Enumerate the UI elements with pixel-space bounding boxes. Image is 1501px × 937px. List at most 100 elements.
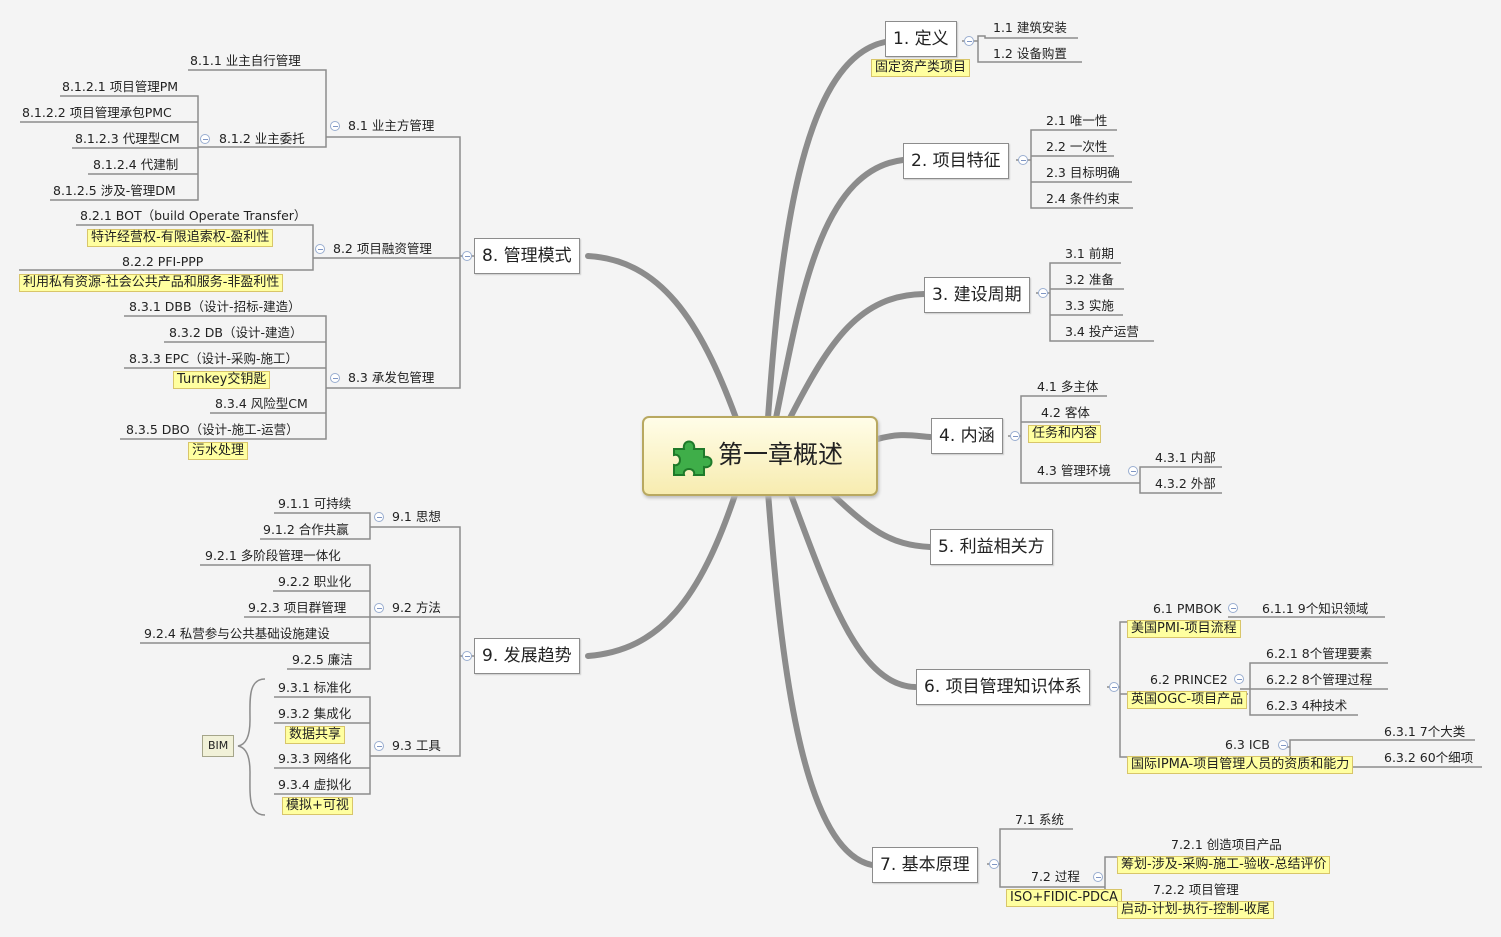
subtopic[interactable]: 9.2.5 廉洁 (292, 652, 353, 667)
subtopic[interactable]: 8.3.4 风险型CM (215, 396, 308, 411)
subtopic[interactable]: 6.1.1 9个知识领域 (1262, 601, 1369, 616)
subtopic[interactable]: 2.3 目标明确 (1046, 165, 1120, 180)
subtopic[interactable]: 9.2.4 私营参与公共基础设施建设 (144, 626, 330, 641)
collapse-button[interactable] (1234, 674, 1244, 684)
collapse-button[interactable] (1018, 155, 1028, 165)
subtopic[interactable]: 8.3.3 EPC（设计-采购-施工） (129, 351, 298, 366)
topic-stakeholders[interactable]: 5. 利益相关方 (930, 529, 1053, 565)
collapse-button[interactable] (1278, 740, 1288, 750)
subtopic[interactable]: 8.2.2 PFI-PPP (122, 254, 204, 269)
subtopic[interactable]: 1.1 建筑安装 (993, 20, 1067, 35)
subtopic[interactable]: 4.3.2 外部 (1155, 476, 1216, 491)
subtopic[interactable]: 8.1.2.4 代建制 (93, 157, 179, 172)
bim-summary[interactable]: BIM (202, 735, 235, 757)
subtopic[interactable]: 9.2 方法 (392, 600, 441, 615)
central-topic[interactable]: 第一章概述 (642, 416, 878, 496)
subtopic[interactable]: 9.1.1 可持续 (278, 496, 352, 511)
topic-knowledge-system[interactable]: 6. 项目管理知识体系 (916, 669, 1090, 705)
subtopic[interactable]: 6.1 PMBOK (1153, 601, 1222, 616)
subtopic[interactable]: 4.1 多主体 (1037, 379, 1099, 394)
topic-connotation[interactable]: 4. 内涵 (931, 418, 1003, 454)
collapse-button[interactable] (462, 651, 472, 661)
subtopic[interactable]: 8.1.2.1 项目管理PM (62, 79, 179, 94)
subtopic[interactable]: 9.3.4 虚拟化 (278, 777, 352, 792)
topic-trends[interactable]: 9. 发展趋势 (474, 638, 580, 674)
subtopic[interactable]: 2.1 唯一性 (1046, 113, 1108, 128)
subtopic[interactable]: 1.2 设备购置 (993, 46, 1067, 61)
subtopic[interactable]: 8.3.2 DB（设计-建造） (169, 325, 303, 340)
subtopic[interactable]: 6.2.3 4种技术 (1266, 698, 1348, 713)
subtopic[interactable]: 7.2.1 创造项目产品 (1171, 837, 1282, 852)
topic-features[interactable]: 2. 项目特征 (903, 143, 1009, 179)
subtopic[interactable]: 8.3.1 DBB（设计-招标-建造） (129, 299, 301, 314)
subtopic[interactable]: 9.3 工具 (392, 738, 441, 753)
subtopic[interactable]: 6.3.2 60个细项 (1384, 750, 1474, 765)
collapse-button[interactable] (989, 859, 999, 869)
note: 国际IPMA-项目管理人员的资质和能力 (1127, 756, 1354, 774)
subtopic[interactable]: 9.1 思想 (392, 509, 441, 524)
subtopic[interactable]: 2.2 一次性 (1046, 139, 1108, 154)
subtopic[interactable]: 7.2.2 项目管理 (1153, 882, 1239, 897)
subtopic[interactable]: 6.3 ICB (1225, 737, 1270, 752)
collapse-button[interactable] (1010, 431, 1020, 441)
note: Turnkey交钥匙 (173, 371, 271, 389)
collapse-button[interactable] (374, 741, 384, 751)
topic-management-mode[interactable]: 8. 管理模式 (474, 238, 580, 274)
puzzle-icon (673, 440, 713, 476)
subtopic[interactable]: 4.3.1 内部 (1155, 450, 1216, 465)
subtopic[interactable]: 9.2.2 职业化 (278, 574, 352, 589)
collapse-button[interactable] (1109, 682, 1119, 692)
collapse-button[interactable] (200, 134, 210, 144)
subtopic[interactable]: 6.2 PRINCE2 (1150, 672, 1228, 687)
subtopic[interactable]: 8.1.2.3 代理型CM (75, 131, 180, 146)
note: 利用私有资源-社会公共产品和服务-非盈利性 (19, 274, 284, 292)
topic-principles[interactable]: 7. 基本原理 (872, 847, 978, 883)
note: 数据共享 (285, 726, 346, 744)
collapse-button[interactable] (1038, 288, 1048, 298)
subtopic[interactable]: 2.4 条件约束 (1046, 191, 1120, 206)
subtopic[interactable]: 7.2 过程 (1031, 869, 1080, 884)
topic-definition[interactable]: 1. 定义 (885, 21, 957, 57)
collapse-button[interactable] (1093, 872, 1103, 882)
subtopic[interactable]: 4.3 管理环境 (1037, 463, 1111, 478)
topic-construction-cycle[interactable]: 3. 建设周期 (924, 277, 1030, 313)
collapse-button[interactable] (330, 373, 340, 383)
subtopic[interactable]: 9.3.1 标准化 (278, 680, 352, 695)
subtopic[interactable]: 8.3 承发包管理 (348, 370, 435, 385)
subtopic[interactable]: 4.2 客体 (1041, 405, 1090, 420)
subtopic[interactable]: 3.1 前期 (1065, 246, 1114, 261)
collapse-button[interactable] (1128, 466, 1138, 476)
subtopic[interactable]: 9.3.3 网络化 (278, 751, 352, 766)
subtopic[interactable]: 7.1 系统 (1015, 812, 1064, 827)
collapse-button[interactable] (1228, 603, 1238, 613)
subtopic[interactable]: 8.1.2 业主委托 (219, 131, 305, 146)
subtopic[interactable]: 8.1 业主方管理 (348, 118, 435, 133)
subtopic[interactable]: 8.3.5 DBO（设计-施工-运营） (126, 422, 299, 437)
subtopic[interactable]: 6.3.1 7个大类 (1384, 724, 1466, 739)
subtopic[interactable]: 8.2 项目融资管理 (333, 241, 432, 256)
collapse-button[interactable] (315, 244, 325, 254)
collapse-button[interactable] (374, 603, 384, 613)
note: 筹划-涉及-采购-施工-验收-总结评价 (1117, 856, 1331, 874)
note-definition: 固定资产类项目 (871, 59, 971, 77)
subtopic[interactable]: 8.1.2.5 涉及-管理DM (53, 183, 176, 198)
collapse-button[interactable] (462, 251, 472, 261)
subtopic[interactable]: 3.4 投产运营 (1065, 324, 1139, 339)
note: 污水处理 (188, 442, 249, 460)
subtopic[interactable]: 9.1.2 合作共赢 (263, 522, 349, 537)
subtopic[interactable]: 8.1.2.2 项目管理承包PMC (22, 105, 172, 120)
subtopic[interactable]: 3.3 实施 (1065, 298, 1114, 313)
subtopic[interactable]: 8.2.1 BOT（build Operate Transfer） (80, 208, 307, 223)
note: ISO+FIDIC-PDCA (1006, 889, 1122, 907)
subtopic[interactable]: 6.2.2 8个管理过程 (1266, 672, 1373, 687)
collapse-button[interactable] (330, 121, 340, 131)
collapse-button[interactable] (374, 512, 384, 522)
collapse-button[interactable] (964, 36, 974, 46)
subtopic[interactable]: 9.2.3 项目群管理 (248, 600, 347, 615)
subtopic[interactable]: 9.3.2 集成化 (278, 706, 352, 721)
subtopic[interactable]: 6.2.1 8个管理要素 (1266, 646, 1373, 661)
subtopic[interactable]: 9.2.1 多阶段管理一体化 (205, 548, 341, 563)
subtopic[interactable]: 3.2 准备 (1065, 272, 1114, 287)
subtopic[interactable]: 8.1.1 业主自行管理 (190, 53, 301, 68)
